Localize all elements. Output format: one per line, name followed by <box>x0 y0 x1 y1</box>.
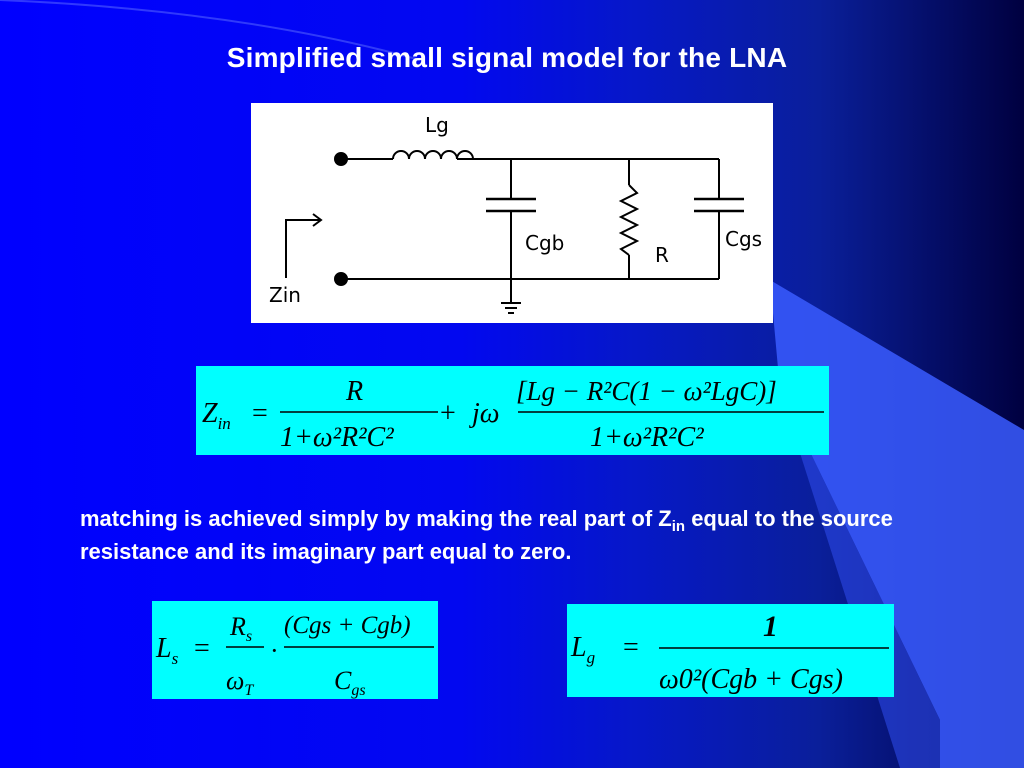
ls-rs: Rs <box>229 612 252 645</box>
resistor-r <box>618 184 640 256</box>
zin-lhs: Zin <box>202 398 231 433</box>
label-cgb: Cgb <box>525 231 565 255</box>
lg-lhs: Lg <box>570 632 595 667</box>
equation-ls: Ls = Rs ωT · (Cgs + Cgb) Cgs <box>152 601 438 699</box>
zin-jw: jω <box>469 398 500 429</box>
zin-frac2-den: 1+ω²R²C² <box>590 422 704 453</box>
zin-frac2-num: [Lg − R²C(1 − ω²LgC)] <box>516 376 777 406</box>
note-text-post: equal to the source resistance and its i… <box>80 506 893 564</box>
ls-den: Cgs <box>334 666 366 699</box>
equation-lg: Lg = 1 ω0²(Cgb + Cgs) <box>567 604 894 697</box>
ls-num: (Cgs + Cgb) <box>284 612 411 639</box>
label-r: R <box>655 243 669 267</box>
ls-omega-t: ωT <box>226 666 254 699</box>
inductor-lg <box>392 150 474 160</box>
label-zin: Zin <box>269 283 301 307</box>
zin-frac1-num: R <box>345 376 363 407</box>
ls-dot: · <box>270 636 279 665</box>
label-cgs: Cgs <box>725 227 763 251</box>
label-lg: Lg <box>425 113 449 137</box>
slide-title: Simplified small signal model for the LN… <box>226 42 788 73</box>
ls-lhs: Ls <box>155 633 179 668</box>
note-text-sub: in <box>671 518 686 535</box>
zin-frac1-den: 1+ω²R²C² <box>280 422 394 453</box>
lg-den: ω0²(Cgb + Cgs) <box>659 664 843 695</box>
zin-plus: + <box>440 398 456 429</box>
circuit-diagram: Lg Cgb R Cgs Zin <box>251 103 773 323</box>
zin-equals: = <box>252 398 268 429</box>
matching-note: matching is achieved simply by making th… <box>80 502 960 568</box>
lg-equals: = <box>623 632 639 663</box>
equation-zin: Zin = R 1+ω²R²C² + jω [Lg − R²C(1 − ω²Lg… <box>196 366 829 455</box>
note-text-pre: matching is achieved simply by making th… <box>80 506 672 531</box>
ls-equals: = <box>194 633 210 664</box>
lg-num: 1 <box>763 610 778 643</box>
